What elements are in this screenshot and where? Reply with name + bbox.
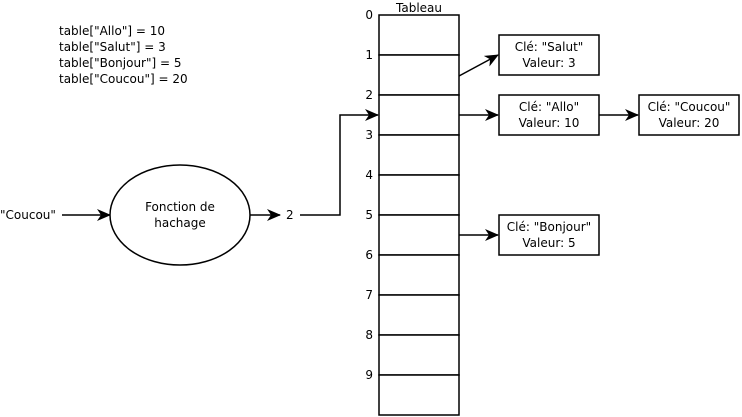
slot1-to-salut-arrow: [458, 54, 499, 77]
array-index-0: 0: [365, 8, 373, 22]
entry-key-allo: Clé: "Allo": [519, 100, 579, 114]
entry-node-allo: Clé: "Allo" Valeur: 10: [498, 94, 600, 136]
entry-box-bonjour: [498, 214, 600, 256]
entry-box-allo: [498, 94, 600, 136]
code-line-bonjour: table["Bonjour"] = 5: [59, 56, 182, 70]
array-cell-1: [378, 54, 460, 96]
array-index-8: 8: [365, 328, 373, 342]
entry-value-bonjour: Valeur: 5: [522, 236, 575, 250]
entry-key-salut: Clé: "Salut": [515, 40, 584, 54]
hash-function-label-line2: hachage: [154, 216, 206, 230]
code-line-salut: table["Salut"] = 3: [59, 40, 166, 54]
array-index-5: 5: [365, 208, 373, 222]
code-listing: table["Allo"] = 10 table["Salut"] = 3 ta…: [59, 24, 188, 86]
array-title: Tableau: [395, 1, 442, 15]
entry-value-salut: Valeur: 3: [522, 56, 575, 70]
array-cell-0: [378, 14, 460, 56]
array-cell-8: [378, 334, 460, 376]
code-line-allo: table["Allo"] = 10: [59, 24, 165, 38]
hash-function-label-line1: Fonction de: [145, 200, 215, 214]
entry-box-salut: [498, 34, 600, 76]
array-index-9: 9: [365, 368, 373, 382]
entry-value-allo: Valeur: 10: [519, 116, 580, 130]
entry-node-coucou: Clé: "Coucou" Valeur: 20: [638, 94, 740, 136]
array-cell-6: [378, 254, 460, 296]
array-index-2: 2: [365, 88, 373, 102]
entry-value-coucou: Valeur: 20: [659, 116, 720, 130]
array-indices: 0 1 2 3 4 5 6 7 8 9: [365, 8, 373, 382]
array-cell-4: [378, 174, 460, 216]
array-cell-9: [378, 374, 460, 416]
array-index-7: 7: [365, 288, 373, 302]
entry-key-bonjour: Clé: "Bonjour": [507, 220, 591, 234]
entry-box-coucou: [638, 94, 740, 136]
array-index-4: 4: [365, 168, 373, 182]
code-line-coucou: table["Coucou"] = 20: [59, 72, 188, 86]
array-cell-7: [378, 294, 460, 336]
array-cell-2: [378, 94, 460, 136]
array-index-1: 1: [365, 48, 373, 62]
array-cell-3: [378, 134, 460, 176]
array-index-3: 3: [365, 128, 373, 142]
hash-function-ellipse: [109, 164, 251, 266]
array-table: [378, 14, 460, 416]
entry-node-bonjour: Clé: "Bonjour" Valeur: 5: [498, 214, 600, 256]
entry-node-salut: Clé: "Salut" Valeur: 3: [498, 34, 600, 76]
hash-to-slot-arrow: [300, 109, 379, 216]
array-index-6: 6: [365, 248, 373, 262]
input-key-label: "Coucou": [0, 208, 56, 222]
array-cell-5: [378, 214, 460, 256]
hash-output-value: 2: [286, 208, 294, 222]
entry-key-coucou: Clé: "Coucou": [648, 100, 731, 114]
